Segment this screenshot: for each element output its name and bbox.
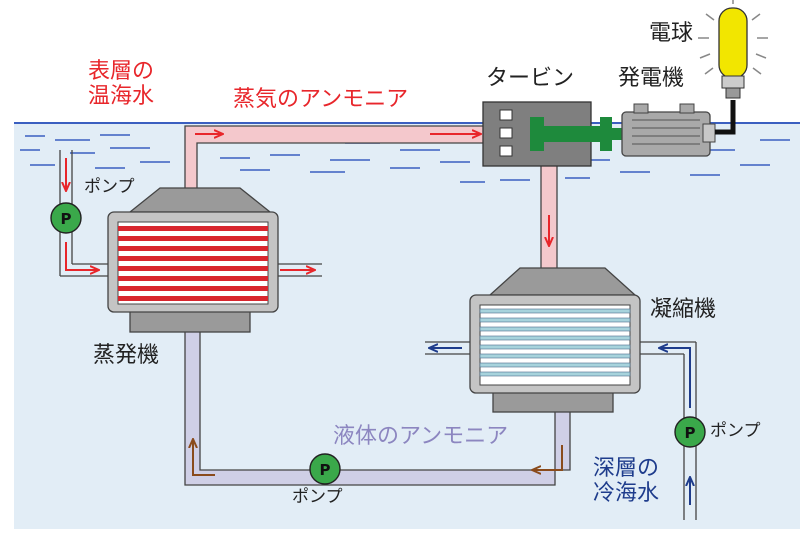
- warm-water-label: 表層の 温海水: [88, 59, 155, 110]
- ammonia-vapor-label: 蒸気のアンモニア: [233, 87, 409, 112]
- generator-icon: [600, 103, 716, 157]
- turbine-icon: [482, 101, 608, 167]
- pump-label-left: ポンプ: [84, 177, 135, 197]
- liquid-ammonia-label: 液体のアンモニア: [333, 424, 509, 449]
- generator-label: 発電機: [618, 66, 685, 91]
- svg-text:P: P: [320, 461, 331, 479]
- pump-icon: P: [309, 453, 341, 485]
- evaporator: [107, 187, 279, 333]
- pump-icon: P: [674, 416, 706, 448]
- cable: [715, 100, 736, 135]
- light-bulb-label: 電球: [649, 21, 694, 46]
- light-bulb-icon: [698, 0, 768, 99]
- condenser: [469, 267, 641, 413]
- turbine-label: タービン: [486, 66, 575, 91]
- pump-label-bottom: ポンプ: [292, 487, 343, 507]
- cold-water-label: 深層の 冷海水: [593, 456, 660, 507]
- svg-text:P: P: [61, 210, 72, 228]
- svg-text:P: P: [685, 424, 696, 442]
- pump-icon: P: [50, 202, 82, 234]
- pump-label-right: ポンプ: [710, 421, 761, 441]
- condenser-label: 凝縮機: [650, 297, 717, 322]
- evaporator-label: 蒸発機: [93, 343, 160, 368]
